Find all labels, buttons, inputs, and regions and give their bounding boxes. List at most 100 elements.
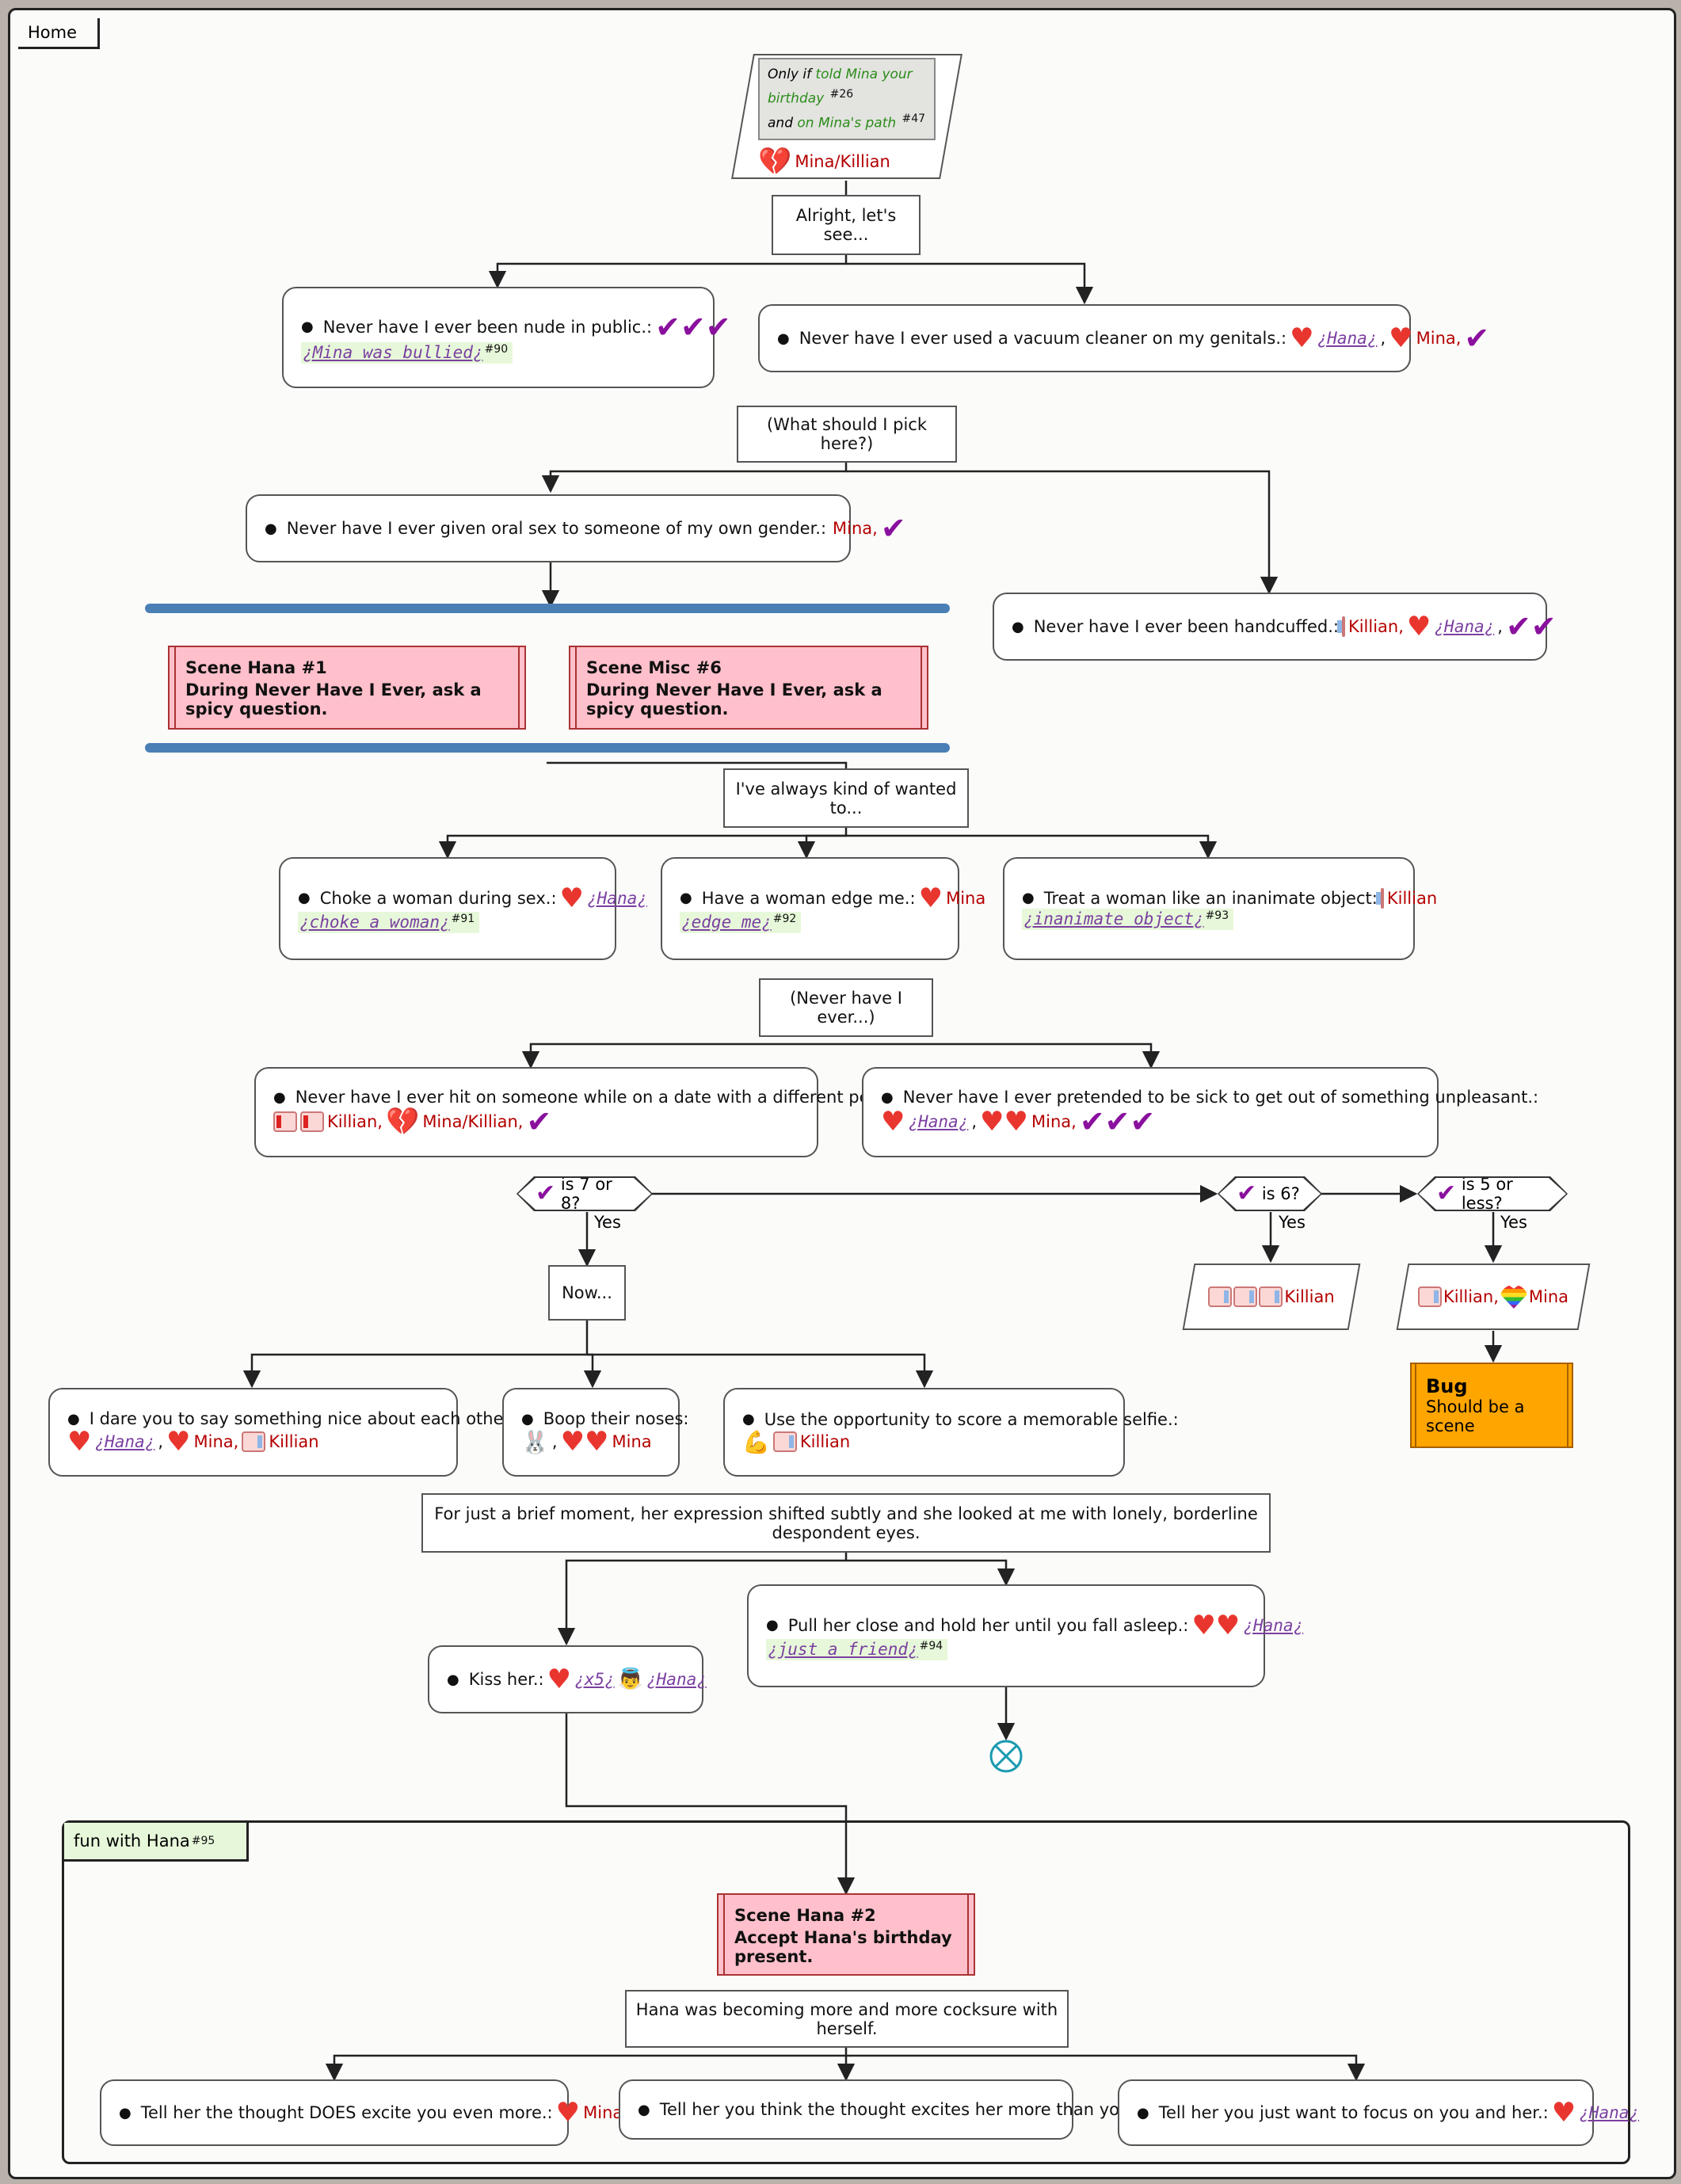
checkmark-icon: ✔✔✔ <box>655 309 731 345</box>
bug-box: Bug Should be a scene <box>1410 1363 1573 1448</box>
flex-arm-icon: 💪 <box>742 1428 770 1455</box>
tag-link[interactable]: ¿edge me¿ <box>681 912 772 932</box>
text-node-cocksure: Hana was becoming more and more cocksure… <box>625 1990 1069 2048</box>
choice-excite-more[interactable]: ●Tell her the thought DOES excite you ev… <box>100 2079 623 2146</box>
tag-link[interactable]: ¿Hana¿ <box>908 1112 969 1131</box>
fork-bar-top <box>145 604 950 613</box>
checkmark-icon: ✔ <box>1464 321 1490 356</box>
text-node-brief-moment: For just a brief moment, her expression … <box>421 1493 1271 1553</box>
thumbs-up-icon <box>1417 1286 1442 1307</box>
choice-handcuffed[interactable]: ●Never have I ever been handcuffed.:Kill… <box>993 593 1557 661</box>
choice-vacuum[interactable]: ●Never have I ever used a vacuum cleaner… <box>758 304 1489 372</box>
heart-icon: ♥ <box>1389 322 1413 354</box>
tag-link[interactable]: ¿Hana¿ <box>1243 1615 1304 1635</box>
choice-text: Never have I ever pretended to be sick t… <box>902 1088 1539 1107</box>
start-note: Only if told Mina your birthday #26 and … <box>731 54 962 179</box>
choice-text: Never have I ever given oral sex to some… <box>286 519 827 538</box>
choice-excites-her[interactable]: ●Tell her you think the thought excites … <box>619 2079 1135 2140</box>
choice-pretend-sick[interactable]: ●Never have I ever pretended to be sick … <box>862 1067 1538 1157</box>
heart-icon: ♥♥ <box>1191 1609 1241 1641</box>
tag-link[interactable]: ¿inanimate object¿ <box>1023 909 1204 928</box>
scene-hana-2: Scene Hana #2 Accept Hana's birthday pre… <box>717 1893 975 1976</box>
tag-link[interactable]: ¿Hana¿ <box>1317 329 1378 348</box>
tag-link[interactable]: ¿Hana¿ <box>587 888 647 908</box>
choice-text: Never have I ever used a vacuum cleaner … <box>799 329 1287 348</box>
checkmark-icon: ✔ <box>880 511 906 546</box>
checkmark-icon: ✔✔✔ <box>1079 1104 1156 1139</box>
choice-hit-on[interactable]: ●Never have I ever hit on someone while … <box>254 1067 917 1157</box>
scene-title: Scene Hana #2 <box>734 1906 876 1925</box>
yes-label: Yes <box>1500 1213 1527 1232</box>
thumbs-up-icon <box>1259 1286 1283 1307</box>
choice-hold-asleep[interactable]: ●Pull her close and hold her until you f… <box>747 1584 1303 1687</box>
group-ref: #95 <box>191 1835 215 1847</box>
tag-link[interactable]: ¿choke a woman¿ <box>299 912 450 932</box>
checkmark-icon: ✔ <box>526 1104 552 1139</box>
thumbs-up-icon <box>1233 1286 1258 1307</box>
home-tab[interactable]: Home <box>18 18 101 49</box>
char-name: Killian <box>1284 1287 1335 1306</box>
scene-desc: Accept Hana's birthday present. <box>734 1928 952 1966</box>
thumbs-up-icon <box>242 1431 266 1452</box>
choice-focus[interactable]: ●Tell her you just want to focus on you … <box>1118 2079 1639 2146</box>
choice-text: Tell her you think the thought excites h… <box>659 2100 1135 2119</box>
condition-box: Only if told Mina your birthday #26 and … <box>758 57 936 141</box>
heart-icon: ♥ <box>555 2097 581 2129</box>
choice-say-nice[interactable]: ●I dare you to say something nice about … <box>48 1388 520 1477</box>
choice-boop[interactable]: ●Boop their noses: 🐰,♥♥Mina <box>502 1388 688 1477</box>
char-name: Mina, <box>833 519 878 538</box>
choice-text: Kiss her.: <box>468 1670 544 1689</box>
char-name: Killian, <box>1443 1287 1499 1306</box>
char-name: Mina, <box>1416 329 1462 348</box>
heart-icon: ♥ <box>881 1106 905 1138</box>
cond-ref-2: #47 <box>901 112 926 125</box>
rainbow-heart-icon <box>1500 1285 1527 1309</box>
choice-inanimate[interactable]: ●Treat a woman like an inanimate object:… <box>1003 857 1437 960</box>
scene-misc-6: Scene Misc #6 During Never Have I Ever, … <box>569 646 928 730</box>
decision-5-or-less: ✔ is 5 or less? <box>1419 1178 1566 1210</box>
char-name: Killian, <box>327 1112 383 1131</box>
tag-ref: #91 <box>451 912 475 925</box>
killian-mina-node: Killian, Mina <box>1396 1264 1591 1330</box>
char-name: Killian <box>799 1432 851 1451</box>
choice-kiss[interactable]: ●Kiss her.:♥¿x5¿👼¿Hana¿ <box>428 1645 707 1713</box>
choice-text: Boop their noses: <box>543 1409 689 1428</box>
char-name: Mina <box>1528 1287 1569 1306</box>
bunny-icon: 🐰 <box>521 1428 549 1455</box>
thumbs-up-icon <box>1375 887 1384 909</box>
checkmark-icon: ✔ <box>536 1180 556 1207</box>
text-node-never-have: (Never have I ever...) <box>759 978 933 1037</box>
tag-link[interactable]: ¿x5¿ <box>574 1670 615 1689</box>
tag-link[interactable]: ¿Hana¿ <box>646 1670 707 1689</box>
cond-pre: Only if <box>768 66 812 82</box>
decision-7-or-8: ✔ is 7 or 8? <box>518 1178 651 1210</box>
choice-oral[interactable]: ●Never have I ever given oral sex to som… <box>246 494 906 562</box>
scene-desc: During Never Have I Ever, ask a spicy qu… <box>586 680 882 718</box>
text-node-always-wanted: I've always kind of wanted to... <box>723 768 969 828</box>
char-name: Mina <box>612 1432 652 1451</box>
heart-icon: ♥ <box>918 882 943 914</box>
char-name: Mina/Killian <box>795 152 890 172</box>
choice-selfie[interactable]: ●Use the opportunity to score a memorabl… <box>723 1388 1179 1477</box>
tag-link[interactable]: ¿Hana¿ <box>1434 617 1495 636</box>
choice-nude-public[interactable]: ●Never have I ever been nude in public.:… <box>282 287 731 388</box>
char-name: Mina, <box>193 1432 239 1451</box>
tag-link[interactable]: ¿just a friend¿ <box>768 1639 918 1659</box>
thumbs-up-icon <box>1336 616 1345 637</box>
char-name: Mina, <box>1031 1112 1077 1131</box>
tag-link[interactable]: ¿Mina was bullied¿ <box>303 342 483 362</box>
choice-choke[interactable]: ●Choke a woman during sex.:♥¿Hana¿ ¿chok… <box>279 857 647 960</box>
tag-link[interactable]: ¿Hana¿ <box>1579 2103 1640 2122</box>
choice-text: Never have I ever been nude in public.: <box>322 317 653 337</box>
heart-icon: ♥ <box>1290 322 1314 354</box>
thumbs-down-icon <box>273 1111 297 1132</box>
choice-edge[interactable]: ●Have a woman edge me.:♥Mina ¿edge me¿#9… <box>661 857 985 960</box>
checkmark-icon: ✔ <box>1237 1180 1257 1207</box>
thumbs-up-icon <box>772 1431 797 1452</box>
decision-6: ✔ is 6? <box>1219 1178 1321 1210</box>
tag-link[interactable]: ¿Hana¿ <box>94 1432 155 1451</box>
decision-label: is 6? <box>1261 1184 1300 1203</box>
yes-label: Yes <box>1279 1213 1306 1232</box>
text-node-alright: Alright, let's see... <box>772 195 921 255</box>
